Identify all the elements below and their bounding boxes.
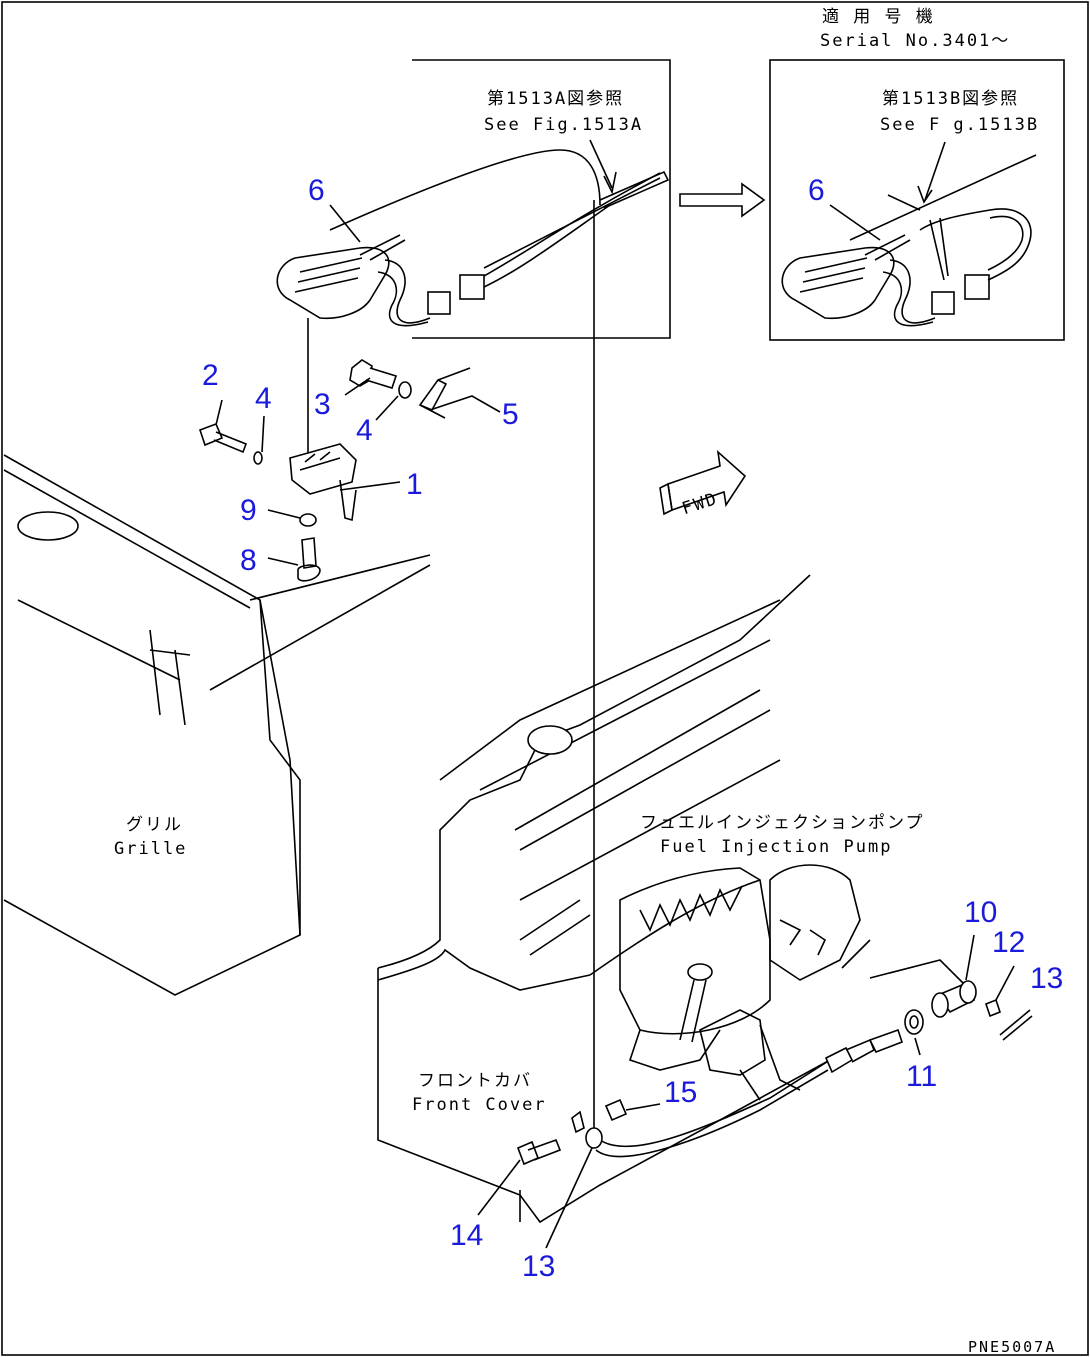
grille-label-en: Grille [114,839,187,859]
inset-a-frame [412,59,671,339]
pump-label-en: Fuel Injection Pump [660,837,892,857]
part-label-4: 4 [255,382,272,415]
ref-a-en: See Fig.1513A [484,115,643,135]
washer-4b [253,451,263,465]
part-label-4: 4 [356,414,373,447]
ref-b-jp: 第1513B図参照 [882,89,1019,109]
part-label-13: 13 [522,1250,555,1283]
arrow-right-icon [679,182,766,218]
part-label-5: 5 [502,398,519,431]
bolt-14 [516,1138,562,1166]
bracket-1 [289,443,357,522]
washer-4a [398,381,412,399]
part-label-9: 10 [964,896,997,929]
bolt-3 [349,359,398,389]
grille-label-jp: グリル [126,815,183,835]
sender-assembly [595,939,966,1158]
ref-b-en: See F g.1513B [880,115,1039,135]
washer-10 [904,1009,924,1035]
part-15 [604,1098,628,1122]
part-label-11: 12 [992,926,1025,959]
applicable-serial-jp: 適 用 号 機 [822,7,935,27]
part-label-2: 2 [202,359,219,392]
cover-label-jp: フロントカバ [418,1071,532,1091]
washer-8 [299,513,317,527]
part-label-3: 3 [314,388,331,421]
part-label-12: 13 [1030,962,1063,995]
part-label-1: 1 [406,468,423,501]
cap-11 [985,998,1001,1018]
part-label-6: 6 [308,174,325,207]
serial-number: Serial No.3401～ [820,31,1010,51]
clamp-13 [571,1110,603,1149]
grille-body [3,454,431,996]
inset-a-sensor [276,139,670,327]
leader-lines [215,204,1015,1249]
part-label-10: 11 [906,1060,937,1093]
inset-b-frame [769,59,1065,341]
part-label-7: 8 [240,544,257,577]
engine-body [377,574,846,1224]
bolt-2 [198,422,248,454]
inset-b-sensor [781,141,1037,327]
pump-label-jp: フュエルインジェクションポンプ [640,813,925,833]
part-label-8: 9 [240,494,257,527]
ref-a-jp: 第1513A図参照 [487,89,624,109]
fwd-arrow-icon [659,449,747,516]
drawing-number: PNE5007A [968,1338,1056,1356]
fwd-label: FWD [680,489,721,519]
adapter-9 [931,980,977,1018]
fuel-injection-pump [619,864,861,1101]
part-label-6: 6 [808,174,825,207]
cover-label-en: Front Cover [412,1095,547,1115]
part-label-14: 14 [450,1219,483,1252]
part-12 [999,1009,1033,1041]
bolt-7 [297,537,321,582]
part-label-15: 15 [664,1076,697,1109]
clip-5 [418,367,471,419]
